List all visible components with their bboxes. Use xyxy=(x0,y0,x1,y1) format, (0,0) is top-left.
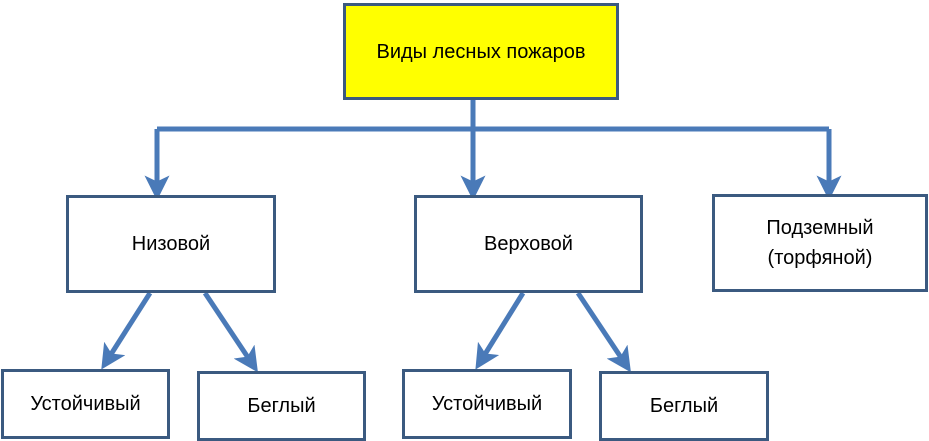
node-label: Верховой xyxy=(484,233,573,255)
arrow-verkhovoy-to-begly xyxy=(575,291,631,373)
node-nizovoy-ustoychivy: Устойчивый xyxy=(1,369,170,439)
node-label: Устойчивый xyxy=(30,393,141,415)
node-podzemny: Подземный (торфяной) xyxy=(712,194,928,292)
node-verkhovoy-ustoychivy: Устойчивый xyxy=(402,369,572,439)
node-label: Устойчивый xyxy=(431,393,543,415)
root-label: Виды лесных пожаров xyxy=(376,40,586,63)
node-verkhovoy-begly: Беглый xyxy=(599,371,769,441)
root-node: Виды лесных пожаров xyxy=(343,3,619,100)
node-label: Беглый xyxy=(247,395,316,417)
node-verkhovoy: Верховой xyxy=(414,195,643,293)
node-label: Подземный (торфяной) xyxy=(766,217,874,269)
node-label: Беглый xyxy=(649,395,719,417)
arrow-nizovoy-to-begly xyxy=(202,291,258,373)
node-nizovoy-begly: Беглый xyxy=(197,371,366,441)
arrow-nizovoy-to-ustoychivy xyxy=(101,291,153,370)
node-label: Низовой xyxy=(131,233,211,255)
node-nizovoy: Низовой xyxy=(66,195,276,293)
arrow-verkhovoy-to-ustoychivy xyxy=(475,291,526,370)
